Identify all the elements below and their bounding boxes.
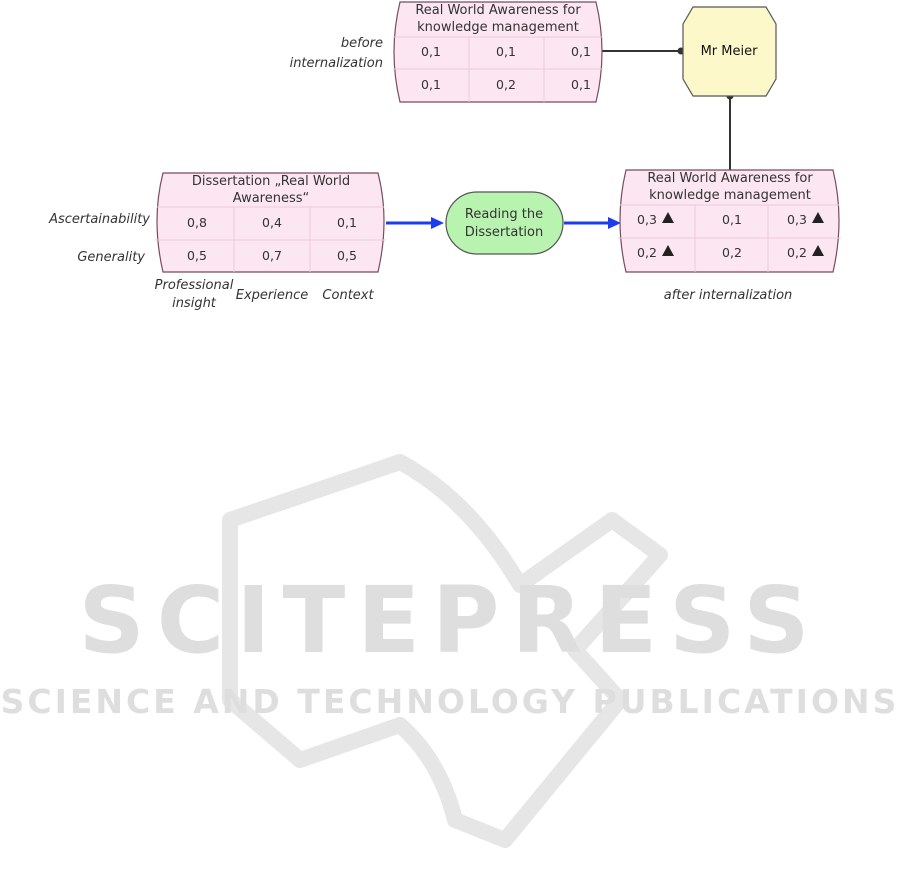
object-caption: before <box>341 36 383 51</box>
value-cell: 0,2 <box>637 245 657 260</box>
increase-triangle-icon <box>812 245 824 256</box>
value-cell: 0,1 <box>571 44 591 59</box>
object-title: Awareness“ <box>233 191 310 206</box>
object-title: knowledge management <box>649 188 811 203</box>
source-knowledge-object: Dissertation „Real World Awareness“ 0,8 … <box>48 172 386 311</box>
flow-arrows <box>386 217 621 229</box>
watermark-subtitle: SCIENCE AND TECHNOLOGY PUBLICATIONS <box>1 682 900 721</box>
value-cell: 0,2 <box>496 77 516 92</box>
value-cell: 0,1 <box>496 44 516 59</box>
increase-triangle-icon <box>812 212 824 223</box>
person-node: Mr Meier <box>682 6 777 97</box>
row-label-ascertainability: Ascertainability <box>48 212 150 227</box>
before-knowledge-object: Real World Awareness for knowledge manag… <box>290 1 603 103</box>
value-cell: 0,5 <box>337 248 357 263</box>
arrowhead <box>431 217 444 229</box>
activity-shape <box>445 191 564 255</box>
increase-triangle-icon <box>662 245 674 256</box>
column-label-context: Context <box>322 288 374 303</box>
object-shape <box>619 169 840 273</box>
value-cell: 0,3 <box>787 212 807 227</box>
value-cell: 0,8 <box>187 215 207 230</box>
column-label-professional-insight: insight <box>172 296 217 311</box>
activity-label: Dissertation <box>465 225 543 240</box>
activity-label: Reading the <box>465 207 543 222</box>
object-shape <box>156 172 385 273</box>
watermark-title: SCITEPRESS <box>78 567 821 674</box>
value-cell: 0,2 <box>787 245 807 260</box>
person-shape <box>682 6 777 97</box>
value-cell: 0,3 <box>637 212 657 227</box>
value-cell: 0,5 <box>187 248 207 263</box>
value-cell: 0,1 <box>421 44 441 59</box>
value-cell: 0,4 <box>262 215 282 230</box>
value-cell: 0,2 <box>722 245 742 260</box>
object-caption: after internalization <box>664 288 793 303</box>
value-cell: 0,7 <box>262 248 282 263</box>
row-label-generality: Generality <box>77 250 145 265</box>
arrowhead <box>608 217 621 229</box>
person-label: Mr Meier <box>701 44 759 59</box>
increase-triangle-icon <box>662 212 674 223</box>
object-title: knowledge management <box>417 20 579 35</box>
object-caption: internalization <box>290 56 383 71</box>
value-cell: 0,1 <box>421 77 441 92</box>
object-title: Real World Awareness for <box>647 171 813 186</box>
value-cell: 0,1 <box>722 212 742 227</box>
activity-node: Reading the Dissertation <box>445 191 564 255</box>
object-title: Dissertation „Real World <box>192 174 350 189</box>
watermark: SCITEPRESS SCIENCE AND TECHNOLOGY PUBLIC… <box>1 454 900 848</box>
object-shape <box>393 1 603 103</box>
value-cell: 0,1 <box>571 77 591 92</box>
value-cell: 0,1 <box>337 215 357 230</box>
after-knowledge-object: Real World Awareness for knowledge manag… <box>618 169 841 303</box>
column-label-experience: Experience <box>236 288 309 303</box>
watermark-book-logo <box>222 454 668 848</box>
column-label-professional-insight: Professional <box>155 278 234 293</box>
object-title: Real World Awareness for <box>415 3 581 18</box>
